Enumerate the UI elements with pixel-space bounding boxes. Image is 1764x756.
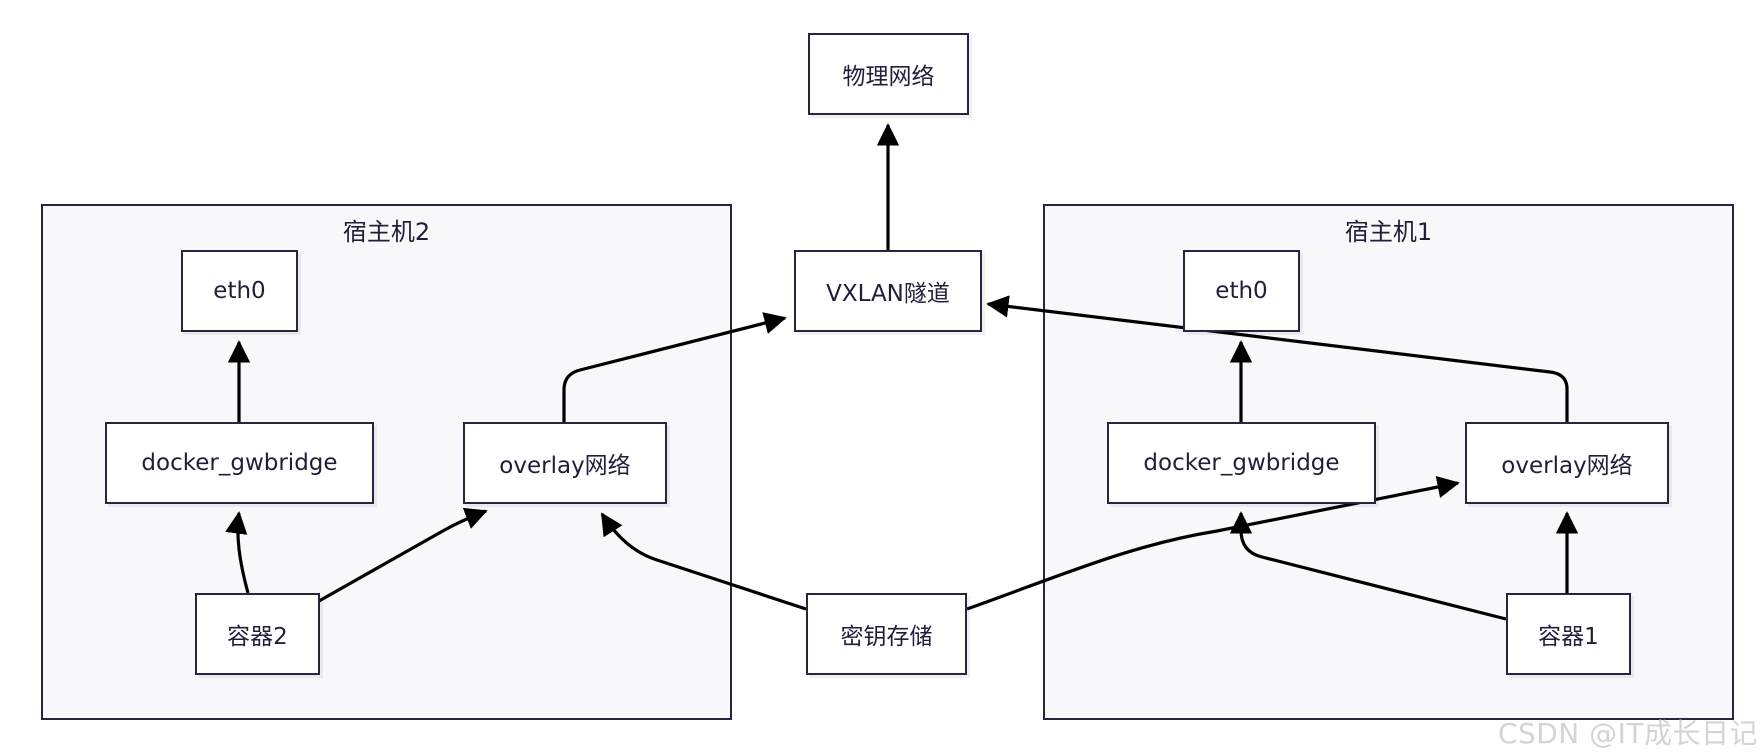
edge-host2-container-to-overlay [318, 507, 488, 603]
edge-host2-container-to-gwbridge [225, 511, 250, 594]
edge-host1-container-to-gwbridge [1229, 511, 1507, 621]
edge-host2-overlay-to-vxlan [562, 312, 787, 422]
node-host2-gwbridge: docker_gwbridge [105, 422, 374, 504]
watermark-text: CSDN @IT成长日记 [1497, 717, 1758, 750]
group-host1-title: 宿主机1 [1344, 218, 1433, 246]
node-host2-eth0: eth0 [181, 250, 298, 332]
node-host1-eth0: eth0 [1183, 250, 1300, 332]
node-host2-overlay: overlay网络 [463, 422, 667, 504]
node-host1-container: 容器1 [1506, 593, 1631, 675]
edge-keystore-to-host1-overlay [966, 476, 1460, 611]
node-host1-gwbridge: docker_gwbridge [1107, 422, 1376, 504]
group-host2-title: 宿主机2 [342, 218, 431, 246]
edge-host1-overlay-to-vxlan [986, 295, 1569, 422]
node-host2-container: 容器2 [195, 593, 320, 675]
node-host1-overlay: overlay网络 [1465, 422, 1669, 504]
edge-keystore-to-host2-overlay [600, 512, 807, 611]
node-physical-network: 物理网络 [808, 33, 969, 115]
node-key-store: 密钥存储 [806, 593, 967, 675]
node-vxlan-tunnel: VXLAN隧道 [794, 250, 982, 332]
